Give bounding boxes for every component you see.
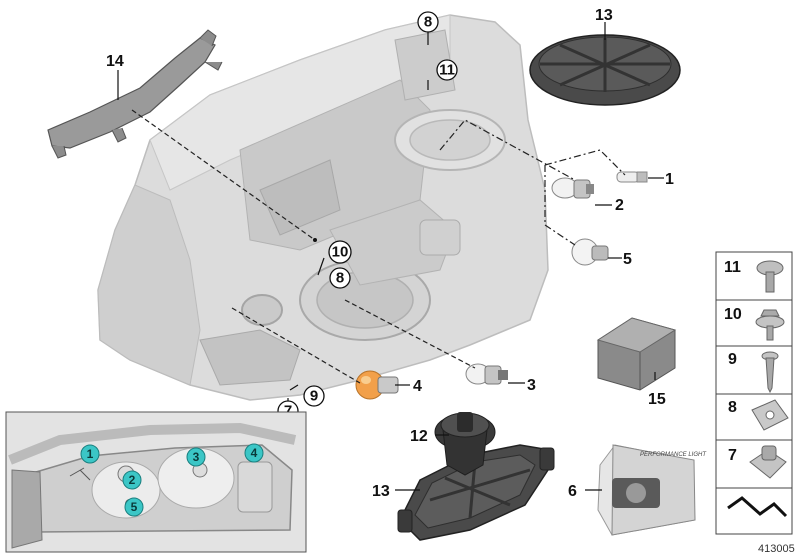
bulb-1 xyxy=(616,171,648,183)
svg-text:8: 8 xyxy=(336,270,344,287)
bulb-4 xyxy=(355,370,399,400)
bulb-5 xyxy=(571,238,609,266)
label-4: 4 xyxy=(413,378,422,395)
mounting-bracket-14 xyxy=(47,29,223,159)
kit-box-15 xyxy=(596,317,677,391)
headlight-cover-cap-13-top xyxy=(529,34,681,106)
torx-screw-icon xyxy=(756,260,784,293)
hardware-panel: 11 10 9 8 7 xyxy=(715,251,793,535)
svg-text:9: 9 xyxy=(310,388,318,405)
label-13-bottom: 13 xyxy=(372,483,390,500)
leader-lines xyxy=(117,22,664,491)
label-2: 2 xyxy=(615,197,624,214)
svg-text:8: 8 xyxy=(424,14,432,31)
hw-label-9: 9 xyxy=(728,351,737,368)
product-box-label: PERFORMANCE LIGHT xyxy=(640,452,707,458)
label-5: 5 xyxy=(623,251,632,268)
spring-nut-icon xyxy=(751,399,789,431)
self-tapping-screw-icon xyxy=(761,351,779,394)
label-14: 14 xyxy=(106,53,124,70)
hw-label-7: 7 xyxy=(728,447,737,464)
svg-text:3: 3 xyxy=(193,450,200,464)
callout-9: 9 xyxy=(303,385,325,407)
svg-text:2: 2 xyxy=(129,473,136,487)
flange-screw-icon xyxy=(755,309,785,341)
bulb-cover-cap-12 xyxy=(434,412,496,476)
svg-text:4: 4 xyxy=(251,446,258,460)
label-1: 1 xyxy=(665,171,674,188)
callout-10: 10 xyxy=(328,240,352,264)
label-12: 12 xyxy=(410,428,428,445)
callout-8-mid: 8 xyxy=(329,267,351,289)
svg-text:7: 7 xyxy=(284,403,292,420)
lightning-arrow-icon xyxy=(727,496,788,518)
label-15: 15 xyxy=(648,391,666,408)
svg-text:5: 5 xyxy=(131,500,138,514)
inset-marker-5: 5 xyxy=(124,497,144,517)
inset-marker-2: 2 xyxy=(122,470,142,490)
label-13-top: 13 xyxy=(595,7,613,24)
svg-text:1: 1 xyxy=(87,447,94,461)
label-6: 6 xyxy=(568,483,577,500)
svg-text:11: 11 xyxy=(439,62,455,79)
inset-headlight-view: 1 2 3 4 5 xyxy=(5,411,307,553)
inset-marker-4: 4 xyxy=(244,443,264,463)
svg-text:10: 10 xyxy=(332,244,349,261)
headlight-cover-cap-13-bottom xyxy=(397,444,555,541)
diagram-id: 413005 xyxy=(758,543,795,555)
performance-light-package-6: PERFORMANCE LIGHT xyxy=(597,444,707,536)
hw-label-11: 11 xyxy=(724,259,741,276)
bulb-2 xyxy=(551,177,594,199)
hw-label-8: 8 xyxy=(728,399,737,416)
callout-8-top: 8 xyxy=(417,11,439,33)
inset-marker-1: 1 xyxy=(80,444,100,464)
bulb-3 xyxy=(465,363,508,385)
label-3: 3 xyxy=(527,377,536,394)
hw-label-10: 10 xyxy=(724,306,742,323)
clip-nut-icon xyxy=(749,445,787,479)
headlight-housing xyxy=(97,14,549,401)
inset-marker-3: 3 xyxy=(186,447,206,467)
callout-11: 11 xyxy=(436,59,458,81)
